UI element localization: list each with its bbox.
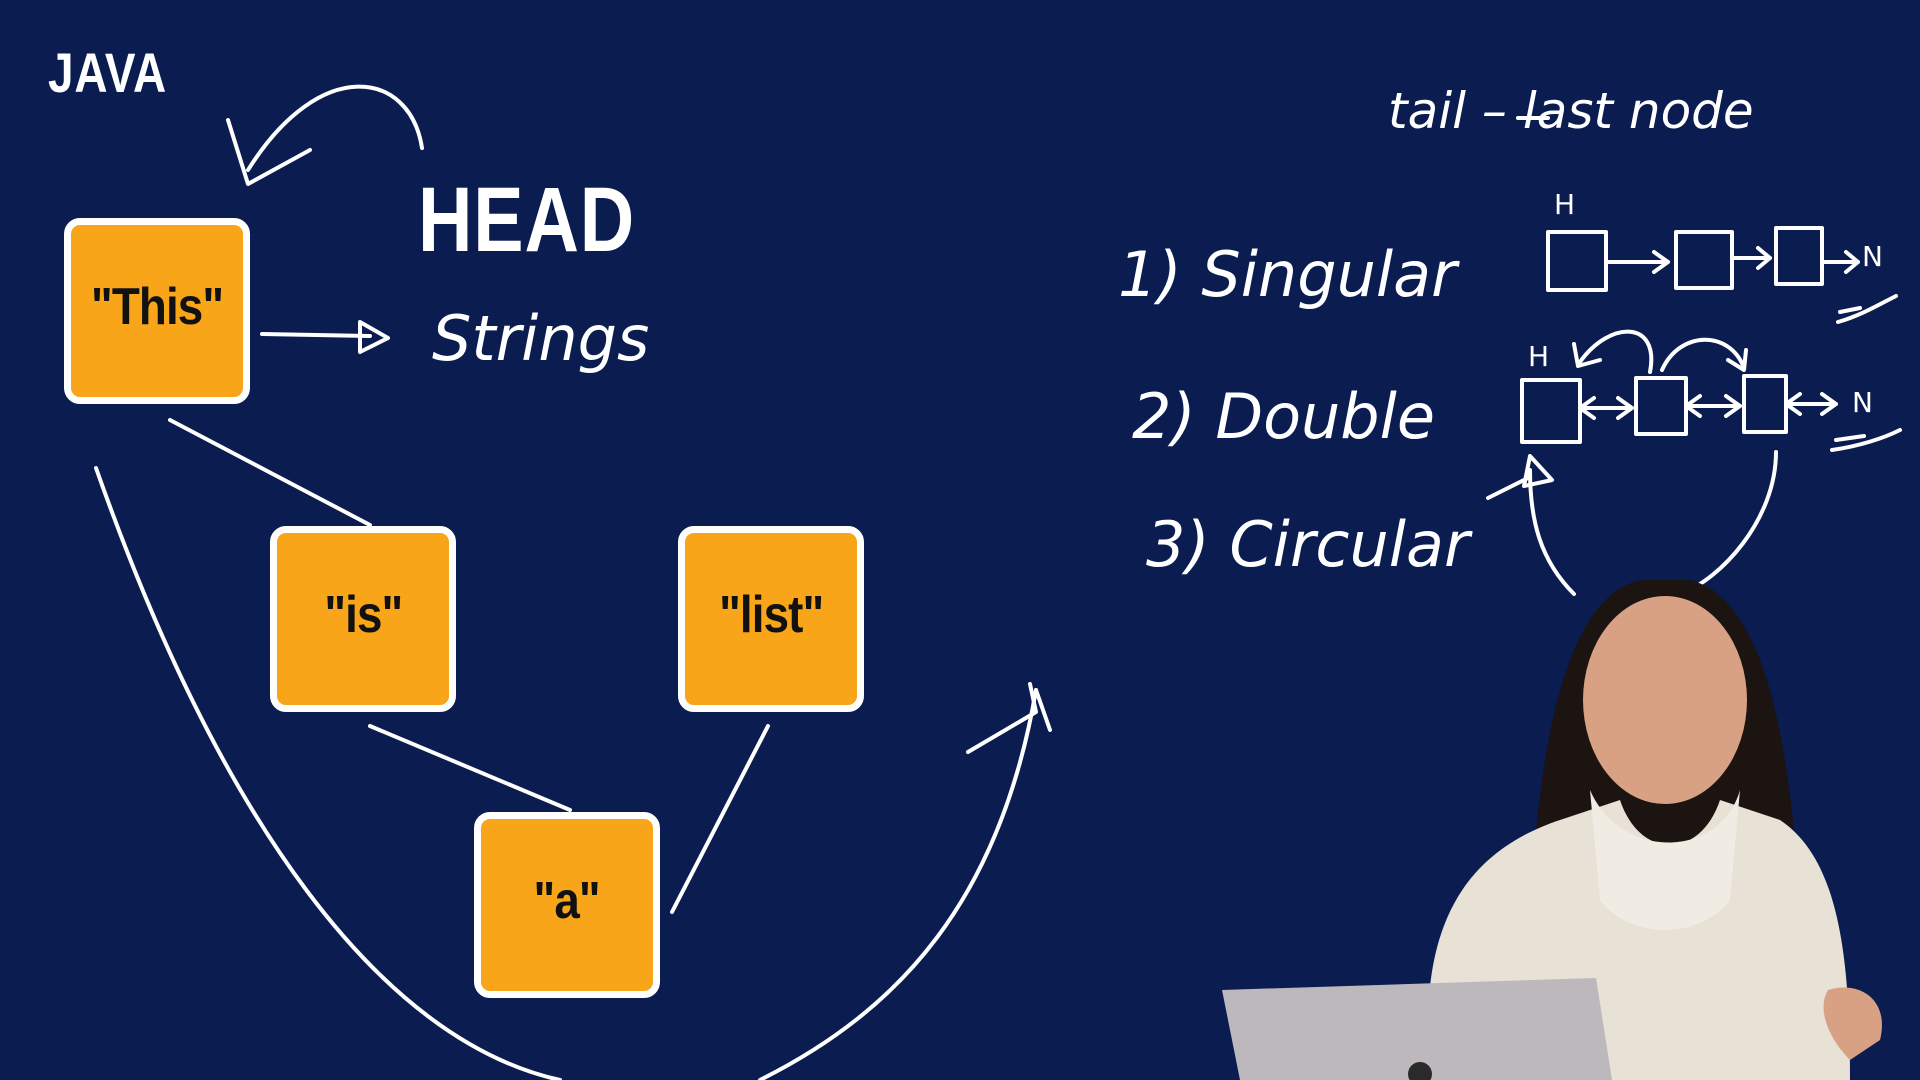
- strings-annotation: Strings: [432, 302, 650, 375]
- laptop-logo-icon: [1408, 1062, 1432, 1080]
- list-type-singular: 1) Singular: [1118, 238, 1457, 311]
- node-list-text: "list": [718, 586, 824, 644]
- list-type-circular: 3) Circular: [1146, 508, 1470, 581]
- double-arrow-1: [1578, 396, 1634, 420]
- double-null-mark: N: [1852, 386, 1873, 419]
- circular-loop-head: [1522, 454, 1554, 488]
- circular-pointer: [1486, 476, 1530, 500]
- double-arrow-2: [1684, 394, 1742, 418]
- head-pointer-arrowhead: [226, 118, 312, 186]
- node-a: "a": [474, 812, 660, 998]
- list-type-double: 2) Double: [1132, 380, 1436, 453]
- traversal-arc-head: [966, 682, 1052, 754]
- node-list: "list": [678, 526, 864, 712]
- singular-null-mark: N: [1862, 240, 1883, 273]
- singular-box-3: [1774, 226, 1824, 286]
- singular-arrow-1: [1604, 250, 1670, 274]
- link-this-is: [168, 418, 372, 527]
- node-this: "This": [64, 218, 250, 404]
- node-a-text: "a": [533, 872, 601, 930]
- singular-arrow-2: [1730, 246, 1772, 270]
- node-is-text: "is": [323, 586, 403, 644]
- double-curve-back: [1572, 329, 1654, 374]
- double-arrow-3: [1784, 392, 1838, 416]
- traversal-arc: [94, 466, 1038, 1080]
- link-is-a: [368, 724, 572, 812]
- node-is: "is": [270, 526, 456, 712]
- presenter-scarf: [1590, 790, 1740, 930]
- head-label: HEAD: [418, 169, 636, 271]
- strings-arrow-head: [358, 320, 390, 354]
- strings-arrow-line: [260, 332, 372, 338]
- link-list-a: [670, 724, 770, 914]
- java-title: JAVA: [48, 41, 167, 104]
- laptop: [1222, 978, 1612, 1080]
- double-box-1: [1520, 378, 1582, 444]
- singular-null-underline: [1836, 294, 1898, 324]
- presenter-hand: [1823, 987, 1882, 1060]
- double-null-underline: [1830, 428, 1902, 452]
- double-head-mark: H: [1528, 340, 1550, 373]
- singular-head-mark: H: [1554, 188, 1576, 221]
- double-curve-forward: [1660, 337, 1748, 372]
- head-pointer-arrow: [246, 84, 424, 172]
- node-this-text: "This": [90, 278, 224, 336]
- singular-arrow-3: [1820, 250, 1860, 274]
- tail-annotation: tail – last node: [1388, 82, 1754, 140]
- presenter-face: [1583, 596, 1747, 804]
